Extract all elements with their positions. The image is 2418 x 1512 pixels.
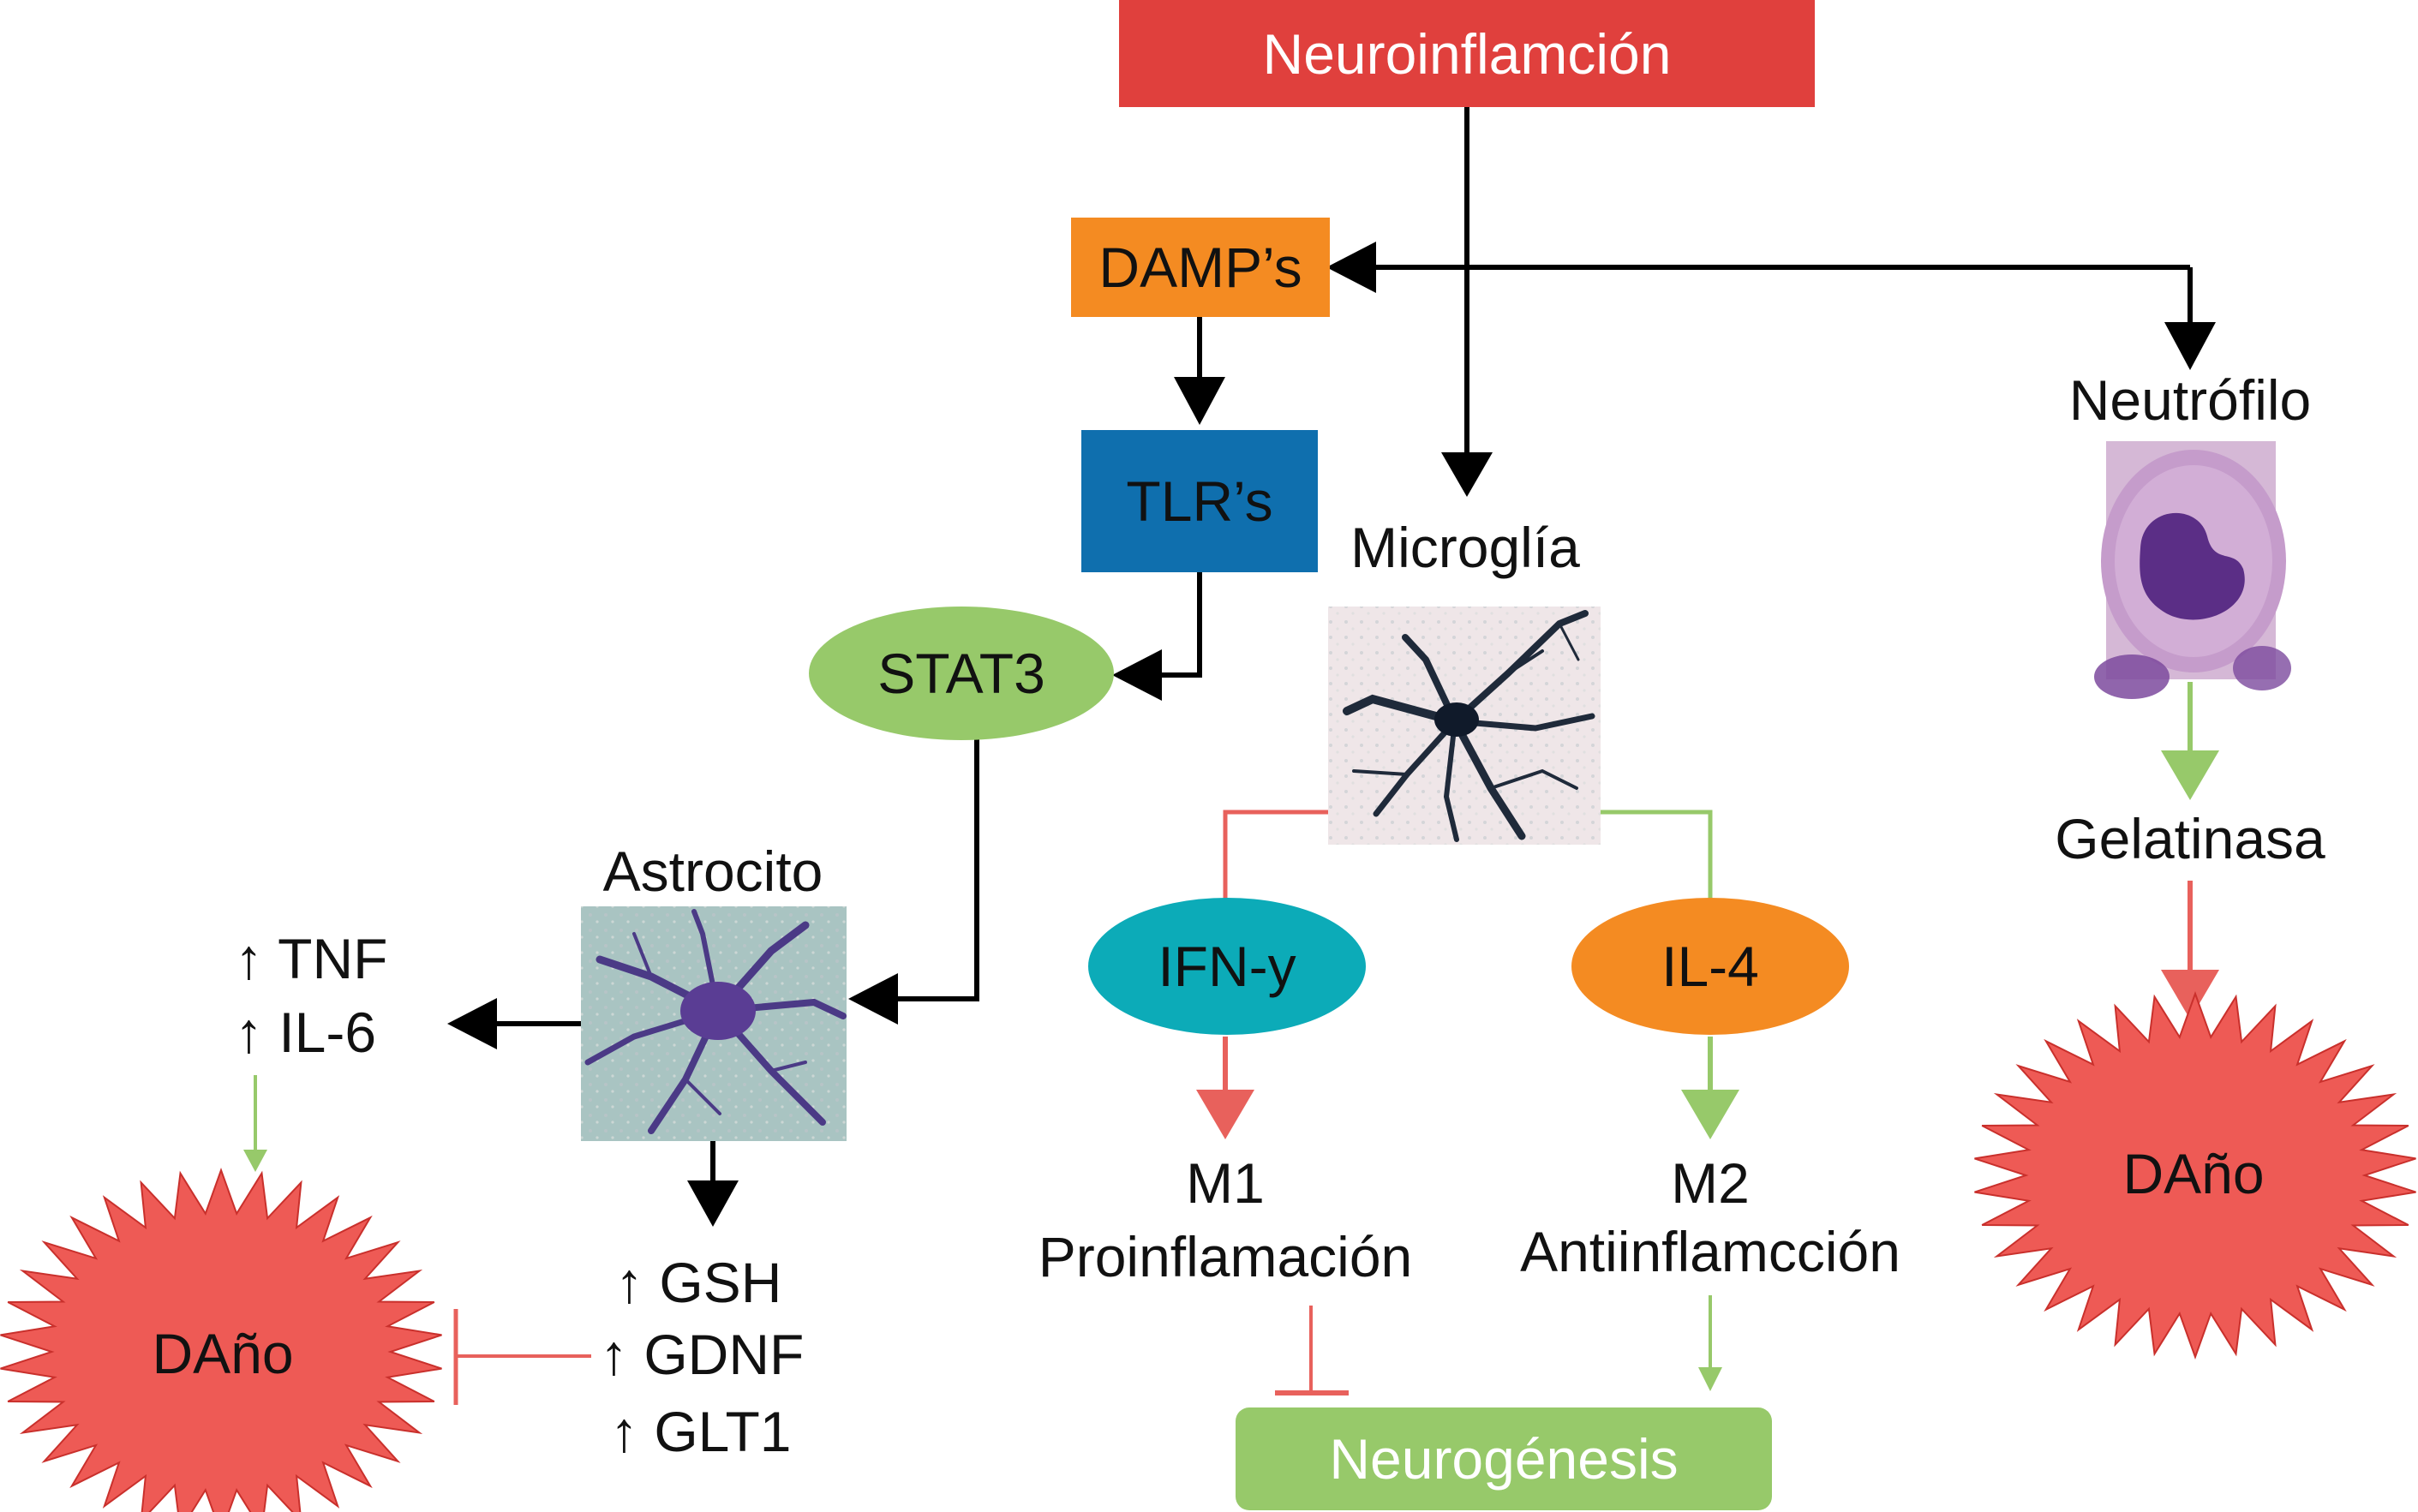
m1-title: M1 bbox=[1186, 1151, 1265, 1215]
gelatinase-title: Gelatinasa bbox=[2055, 807, 2325, 870]
m2-title: M2 bbox=[1671, 1151, 1750, 1215]
neurogenesis-node: Neurogénesis bbox=[1236, 1407, 1772, 1510]
marker-glt1: ↑ GLT1 bbox=[610, 1400, 792, 1463]
il4-node bbox=[1571, 898, 1849, 1035]
marker-gdnf: ↑ GDNF bbox=[600, 1323, 805, 1386]
neurogenesis-label: Neurogénesis bbox=[1329, 1427, 1679, 1491]
stat3-label-box: STAT3 bbox=[809, 607, 1114, 740]
arrow-gelatinase-to-damage bbox=[2161, 970, 2219, 1019]
stat3-label: STAT3 bbox=[877, 642, 1045, 705]
astrocyte-image bbox=[581, 906, 847, 1141]
m2-subtitle: Antiinflamcción bbox=[1520, 1220, 1900, 1283]
damage-left-label: DAño bbox=[152, 1322, 294, 1385]
neutrophil-image bbox=[2094, 441, 2291, 699]
damage-right-label: DAño bbox=[2122, 1142, 2265, 1205]
tlrs-node: TLR’s bbox=[1081, 430, 1318, 572]
astrocyte-title: Astrocito bbox=[602, 840, 823, 903]
arrow-to-microglia bbox=[1441, 452, 1493, 497]
damage-starburst-left bbox=[0, 1168, 442, 1512]
arrow-to-damps bbox=[1326, 242, 1376, 293]
ifn-node bbox=[1088, 898, 1366, 1035]
marker-il6: ↑ IL-6 bbox=[235, 1001, 377, 1064]
stat3-node bbox=[809, 607, 1114, 740]
arrow-neutrophil-to-gelatinase bbox=[2161, 750, 2219, 800]
m1-subtitle: Proinflamación bbox=[1038, 1225, 1413, 1288]
damage-right-label-box: DAño bbox=[2022, 1122, 2365, 1225]
trunk-connector bbox=[1371, 107, 2193, 458]
arrow-to-protective bbox=[687, 1180, 739, 1227]
il4-label-box: IL-4 bbox=[1571, 898, 1849, 1035]
arrow-ifn-to-m1 bbox=[1196, 1090, 1254, 1139]
arrow-to-neutrophil bbox=[2164, 322, 2216, 370]
tlrs-label: TLR’s bbox=[1126, 469, 1273, 533]
arrow-il4-to-m2 bbox=[1681, 1090, 1739, 1139]
arrow-to-tlrs bbox=[1174, 377, 1225, 425]
arrow-to-astrocyte bbox=[848, 973, 898, 1025]
neutrophil-title: Neutrófilo bbox=[2068, 368, 2312, 432]
arrow-tnf-to-damage bbox=[243, 1150, 267, 1172]
microglia-image bbox=[1328, 607, 1601, 845]
neuroinflammation-node: Neuroinflamción bbox=[1119, 0, 1815, 107]
arrow-to-tnf bbox=[447, 998, 497, 1049]
damps-label: DAMP’s bbox=[1098, 236, 1302, 299]
neuroinflammation-label: Neuroinflamción bbox=[1262, 21, 1672, 86]
ifn-label: IFN-y bbox=[1158, 935, 1296, 998]
arrow-to-stat3 bbox=[1112, 649, 1162, 701]
ifn-label-box: IFN-y bbox=[1088, 898, 1366, 1035]
damps-node: DAMP’s bbox=[1071, 218, 1330, 317]
damage-left-label-box: DAño bbox=[51, 1302, 394, 1405]
marker-gsh: ↑ GSH bbox=[615, 1251, 782, 1314]
microglia-title: Microglía bbox=[1350, 516, 1580, 579]
marker-tnf: ↑ TNF bbox=[235, 927, 388, 990]
arrow-m2-to-neurogenesis bbox=[1698, 1367, 1722, 1391]
damage-starburst-right bbox=[1974, 991, 2416, 1360]
il4-label: IL-4 bbox=[1661, 935, 1759, 998]
